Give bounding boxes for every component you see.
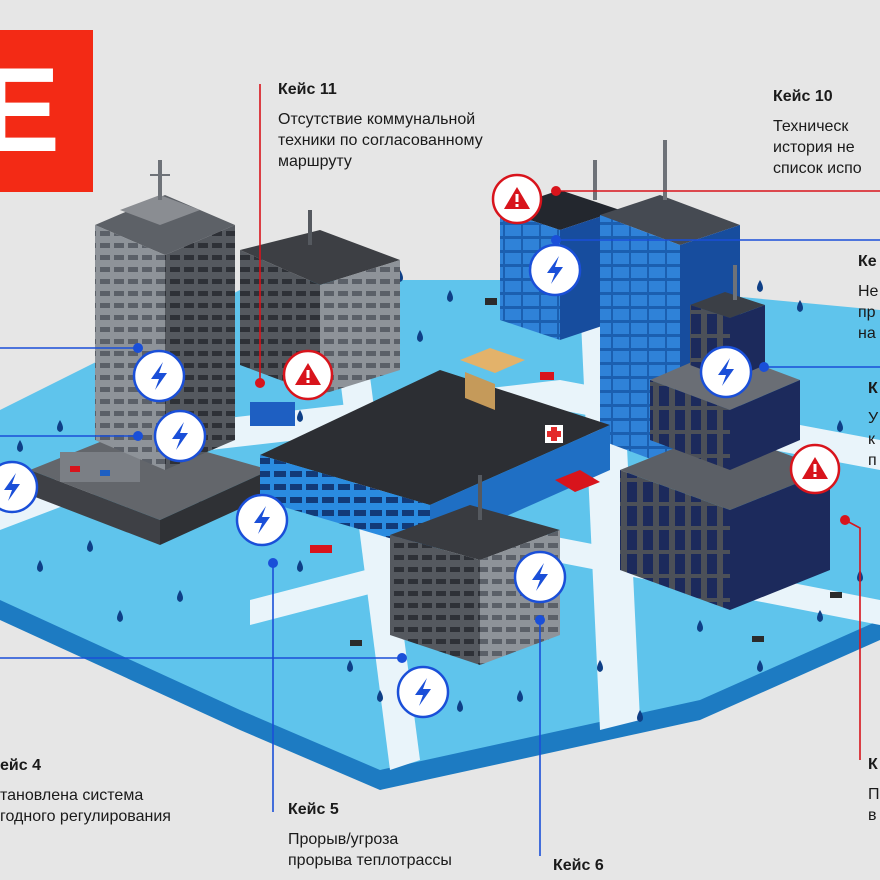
office-tower-left	[30, 160, 270, 545]
case-9-callout: Ке Не пр на	[858, 252, 878, 344]
case-title: Кейс 6	[553, 857, 604, 874]
line-case-7	[844, 519, 861, 760]
case-description: тановлена система годного регулирования	[0, 787, 171, 825]
case-5-callout: Кейс 5 Прорыв/угроза прорыва теплотрассы	[288, 800, 452, 871]
lightning-bolt-icon	[0, 460, 39, 514]
lightning-bolt-icon	[153, 409, 207, 463]
case-title: К	[868, 380, 878, 397]
lightning-bolt-icon	[528, 243, 582, 297]
connector-lines	[0, 84, 880, 856]
case-description: Прорыв/угроза прорыва теплотрассы	[288, 831, 452, 869]
case-description: Техническ история не список испо	[773, 118, 862, 177]
case-description: Отсутствие коммунальной техники по согла…	[278, 111, 483, 170]
lightning-bolt-icon	[396, 665, 450, 719]
case-11-callout: Кейс 11 Отсутствие коммунальной техники …	[278, 80, 483, 172]
warning-triangle-icon	[282, 349, 334, 401]
case-description: П в	[868, 786, 880, 824]
case-title: Кейс 11	[278, 81, 337, 98]
lightning-bolt-icon	[235, 493, 289, 547]
case-6-callout: Кейс 6	[553, 856, 604, 876]
lightning-bolt-icon	[513, 550, 567, 604]
case-description: У к п	[868, 410, 879, 469]
case-title: Ке	[858, 253, 877, 270]
case-10-callout: Кейс 10 Техническ история не список испо	[773, 87, 862, 179]
lightning-bolt-icon	[699, 345, 753, 399]
skyscraper-right	[620, 265, 830, 610]
case-title: ейс 4	[0, 757, 41, 774]
case-description: Не пр на	[858, 283, 879, 342]
case-8-callout: К У к п	[868, 379, 878, 471]
case-title: Кейс 10	[773, 88, 833, 105]
warning-markers	[282, 173, 841, 495]
brand-glyph: E	[0, 43, 61, 177]
case-title: К	[868, 756, 878, 773]
vehicles	[70, 298, 842, 646]
warning-triangle-icon	[491, 173, 543, 225]
connector-dots	[133, 186, 850, 663]
energy-markers	[0, 243, 753, 719]
case-7-callout: К П в	[868, 755, 880, 826]
case-title: Кейс 5	[288, 801, 339, 818]
warning-triangle-icon	[789, 443, 841, 495]
brand-logo: E	[0, 30, 93, 192]
lightning-bolt-icon	[132, 349, 186, 403]
case-4-callout: ейс 4 тановлена система годного регулиро…	[0, 756, 171, 827]
